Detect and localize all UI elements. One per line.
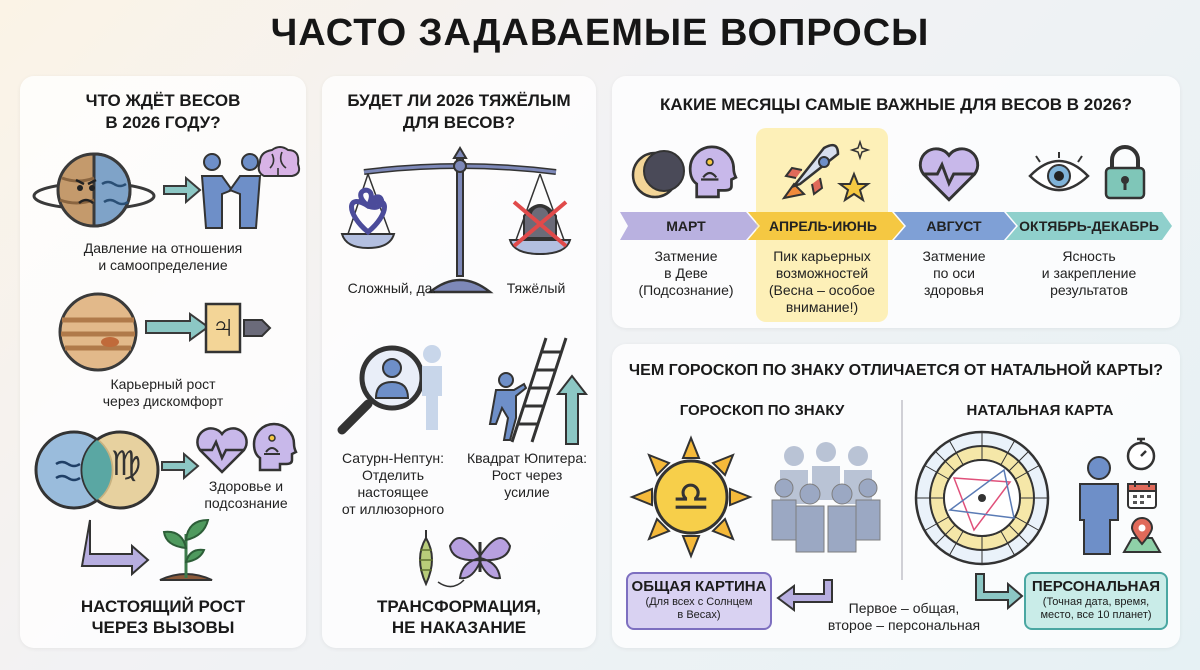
divider (901, 400, 903, 580)
cocoon-butterfly-icon (419, 530, 512, 588)
rocket-stars-icon (781, 139, 871, 203)
month-label-august: АВГУСТ (926, 218, 982, 234)
panel-important-months: КАКИЕ МЕСЯЦЫ САМЫЕ ВАЖНЫЕ ДЛЯ ВЕСОВ В 20… (612, 76, 1180, 328)
scale-left-label: Сложный, да. (347, 280, 437, 296)
crowd-icon (771, 442, 881, 553)
meditation-head-icon (252, 422, 298, 472)
month-desc-april-june: Пик карьерных возможностей (Весна – особ… (768, 248, 876, 315)
stopwatch-icon (1126, 437, 1156, 471)
jupiter-glyph: ♃ (211, 308, 235, 344)
personal-box: ПЕРСОНАЛЬНАЯ (Точная дата, время, место,… (1024, 572, 1168, 630)
heart-pulse-icon (196, 427, 248, 474)
months-timeline (620, 212, 1172, 240)
bent-arrow-icon (80, 519, 150, 577)
item2-caption: Карьерный рост через дискомфорт (102, 376, 224, 409)
sun-libra-icon (629, 435, 753, 559)
lock-icon (1104, 145, 1146, 200)
natal-chart-wheel-icon (914, 430, 1050, 566)
item3-caption: Здоровье и подсознание (204, 478, 288, 511)
map-pin-icon (1122, 517, 1162, 553)
moon-icon (631, 150, 685, 199)
arrow-right-icon (145, 312, 210, 342)
item1-caption: Давление на отношения и самоопределение (83, 240, 243, 273)
panel1-bottom-text: НАСТОЯЩИЙ РОСТ ЧЕРЕЗ ВЫЗОВЫ (80, 597, 246, 637)
page-title: ЧАСТО ЗАДАВАЕМЫЕ ВОПРОСЫ (270, 12, 930, 54)
brain-icon (257, 146, 301, 177)
month-label-april-june: АПРЕЛЬ-ИЮНЬ (769, 218, 877, 234)
panel-hard-year: БУДЕТ ЛИ 2026 ТЯЖЁЛЫМ ДЛЯ ВЕСОВ? Сложный… (322, 76, 596, 648)
saturn-icon (32, 152, 156, 228)
sprout-icon (159, 518, 213, 581)
meditation-head-icon (688, 145, 738, 199)
saturn-neptune-caption: Сатурн-Нептун: Отделить настоящее от илл… (341, 450, 445, 517)
panel2-title: БУДЕТ ЛИ 2026 ТЯЖЁЛЫМ ДЛЯ ВЕСОВ? (347, 91, 571, 132)
comparison-caption: Первое – общая, второе – персональная (827, 600, 981, 633)
jupiter-square-caption: Квадрат Юпитера: Рост через усилие (466, 450, 587, 500)
month-label-march: МАРТ (666, 218, 706, 234)
panel2-bottom-text: ТРАНСФОРМАЦИЯ, НЕ НАКАЗАНИЕ (377, 597, 541, 637)
virgo-glyph: ♍ (110, 445, 142, 483)
handshake-icon (200, 153, 262, 229)
heart-pulse-icon (918, 147, 980, 202)
general-picture-box: ОБЩАЯ КАРТИНА (Для всех с Солнцем в Веса… (626, 572, 772, 630)
jupiter-icon (58, 292, 138, 372)
jupiter-glyph-door-icon (204, 302, 272, 354)
venn-moon-virgo-icon (34, 430, 160, 510)
magnifier-person-icon (337, 345, 442, 435)
month-desc-march: Затмение в Деве (Подсознание) (638, 248, 734, 298)
arrow-left-bent-icon (776, 579, 833, 612)
ladder-climber-icon (488, 337, 589, 445)
panel-sign-vs-natal: ЧЕМ ГОРОСКОП ПО ЗНАКУ ОТЛИЧАЕТСЯ ОТ НАТА… (612, 344, 1180, 648)
month-label-oct-dec: ОКТЯБРЬ-ДЕКАБРЬ (1019, 218, 1159, 234)
arrow-right-bent-icon (975, 573, 1024, 611)
month-desc-august: Затмение по оси здоровья (922, 248, 986, 298)
eye-icon (1028, 152, 1090, 192)
calendar-icon (1127, 481, 1157, 509)
panel3-title: КАКИЕ МЕСЯЦЫ САМЫЕ ВАЖНЫЕ ДЛЯ ВЕСОВ В 20… (659, 95, 1132, 114)
scale-right-label: Тяжёлый (506, 280, 566, 296)
libra-glyph: ♎ (672, 473, 710, 520)
arrow-right-icon (163, 175, 202, 205)
scales-icon (340, 146, 572, 294)
arrow-right-icon (161, 451, 200, 481)
person-icon (1079, 456, 1119, 555)
panel4-title: ЧЕМ ГОРОСКОП ПО ЗНАКУ ОТЛИЧАЕТСЯ ОТ НАТА… (628, 362, 1164, 379)
sign-horoscope-title: ГОРОСКОП ПО ЗНАКУ (679, 402, 845, 419)
panel1-title: ЧТО ЖДЁТ ВЕСОВ В 2026 ГОДУ? (85, 91, 241, 132)
natal-chart-title: НАТАЛЬНАЯ КАРТА (966, 402, 1114, 419)
month-desc-oct-dec: Ясность и закрепление результатов (1041, 248, 1137, 298)
panel-what-awaits: ЧТО ЖДЁТ ВЕСОВ В 2026 ГОДУ? Давление на … (20, 76, 306, 648)
